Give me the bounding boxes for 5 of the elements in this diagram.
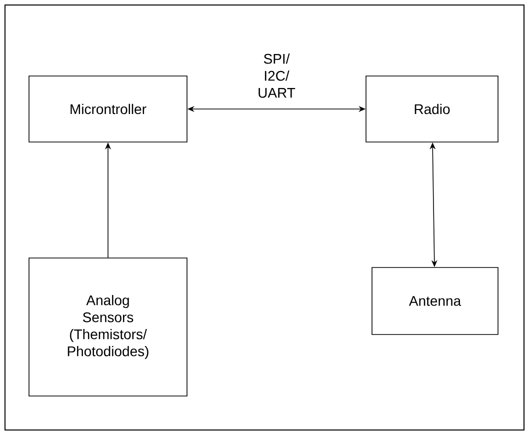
block-box: Antenna (372, 267, 498, 335)
block-box: Microntroller (28, 76, 188, 142)
edge-label: SPI/ I2C/ UART (254, 52, 298, 99)
block-box: Radio (366, 76, 498, 142)
block-box: Analog Sensors (Themistors/ Photodiodes) (28, 258, 188, 396)
